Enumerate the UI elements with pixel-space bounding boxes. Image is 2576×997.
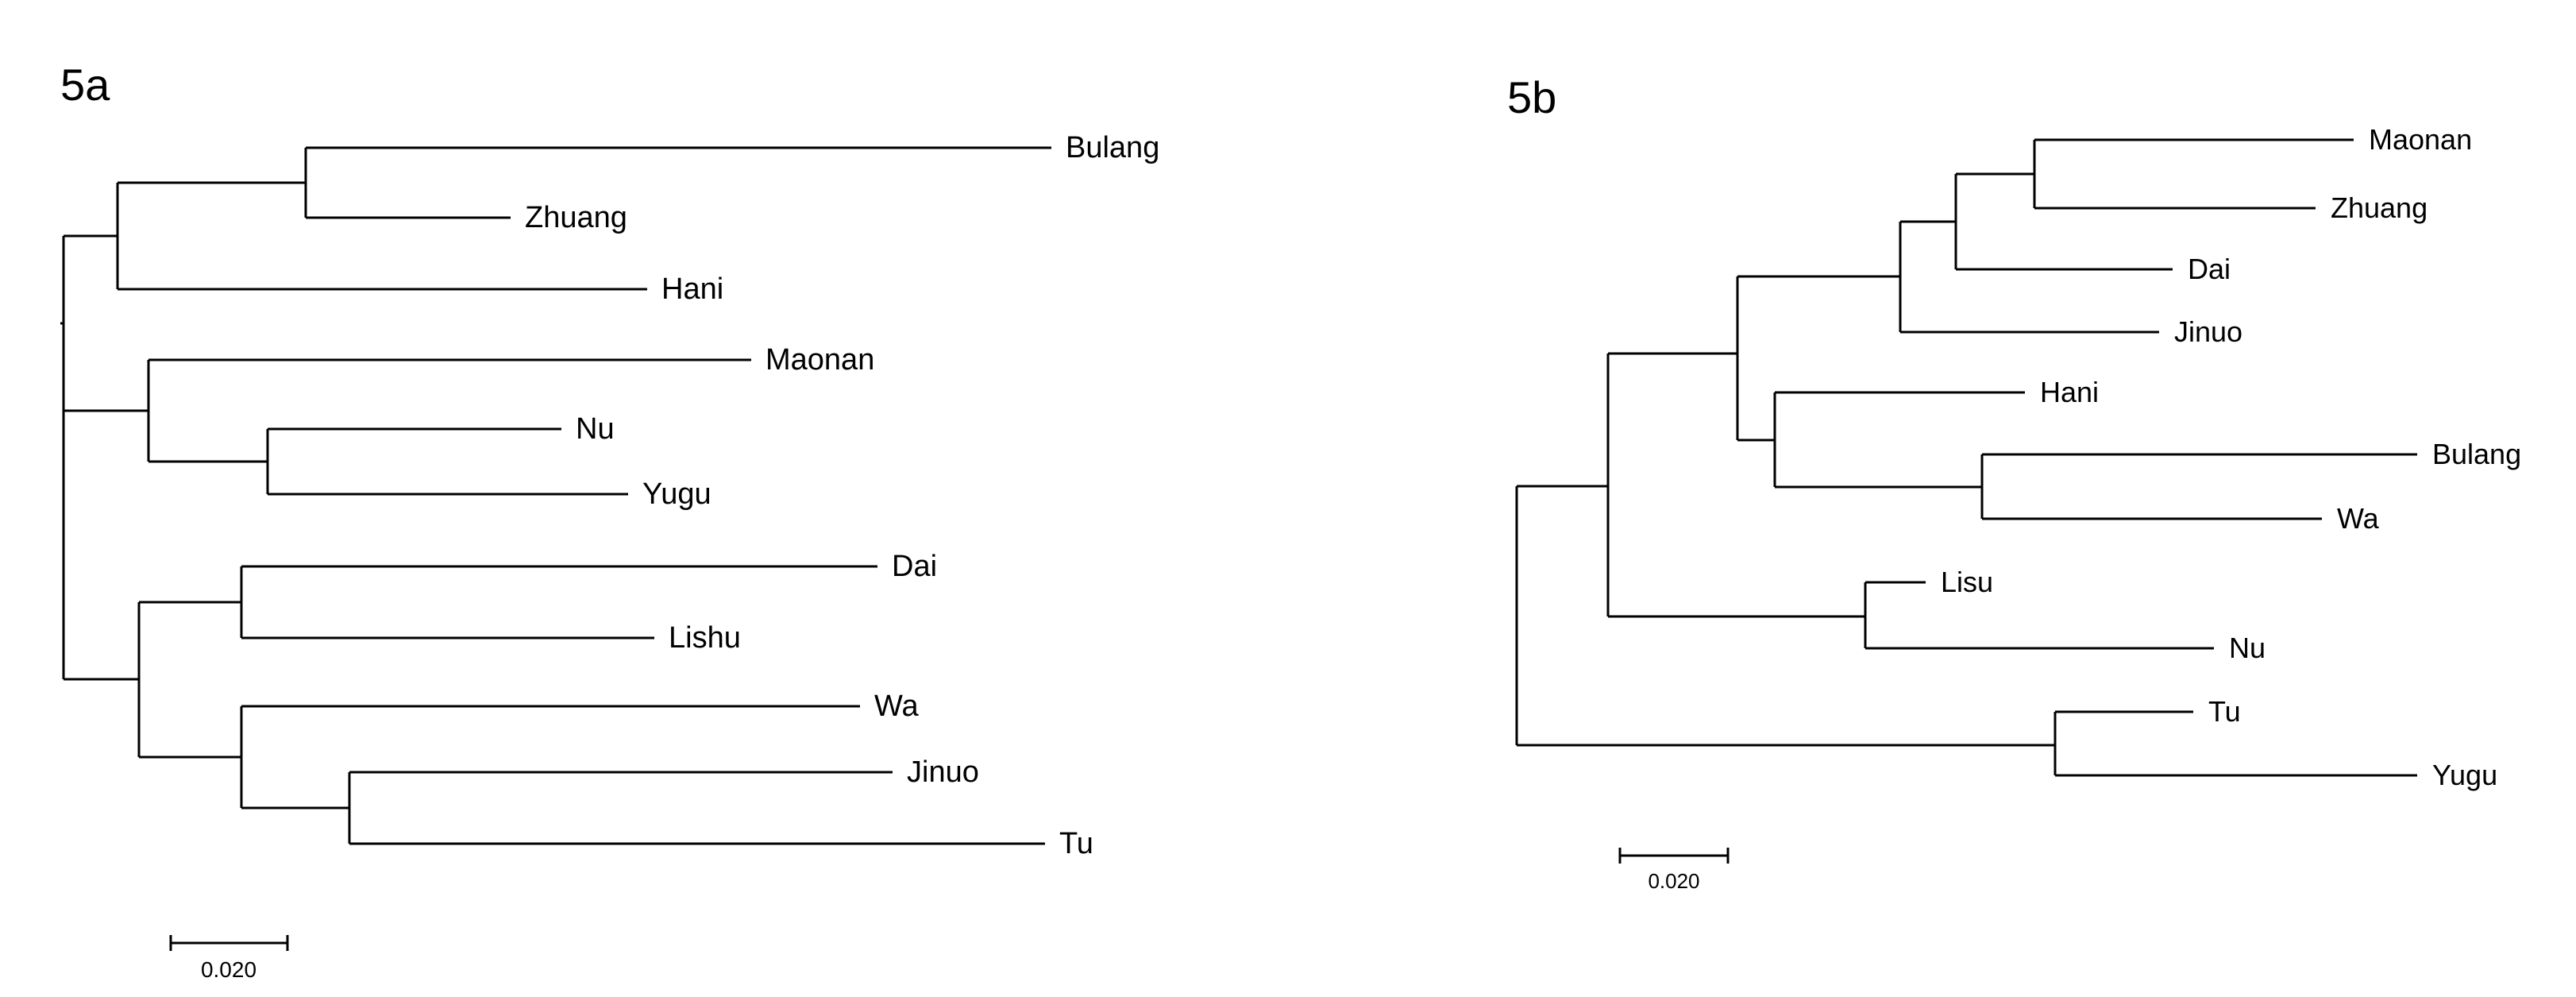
scale-bar-5a: 0.020 xyxy=(169,935,289,982)
scale-label-5b: 0.020 xyxy=(1648,869,1699,893)
tree-5b-branches xyxy=(1515,138,2417,777)
panel-5b: 5b Maonan Zhuang Dai Jinuo Hani Bulang W… xyxy=(1507,72,2521,893)
leaf-5b-yugu: Yugu xyxy=(2432,759,2497,791)
leaf-5a-yugu: Yugu xyxy=(642,477,711,511)
leaf-5b-tu: Tu xyxy=(2208,695,2241,728)
tree-5a-branches xyxy=(60,146,1051,845)
tree-5b: Maonan Zhuang Dai Jinuo Hani Bulang Wa L… xyxy=(1515,123,2521,791)
scale-bar-line-5b xyxy=(1618,848,1730,864)
scale-label-5a: 0.020 xyxy=(201,957,256,982)
leaf-5a-lishu: Lishu xyxy=(669,621,741,655)
leaf-5b-hani: Hani xyxy=(2040,376,2099,408)
scale-bar-5b: 0.020 xyxy=(1618,848,1730,893)
leaf-5a-nu: Nu xyxy=(576,412,615,446)
leaf-5a-maonan: Maonan xyxy=(765,343,874,377)
leaf-5b-maonan: Maonan xyxy=(2369,123,2472,156)
leaf-5a-jinuo: Jinuo xyxy=(907,755,979,789)
leaf-5b-dai: Dai xyxy=(2188,253,2231,285)
leaf-5a-zhuang: Zhuang xyxy=(525,201,627,234)
panel-5a: 5a Bulang Zhuang Hani Maonan Nu Yugu Dai… xyxy=(60,60,1159,982)
leaf-5a-bulang: Bulang xyxy=(1066,131,1159,164)
panel-label-5a: 5a xyxy=(60,60,110,110)
leaf-5b-nu: Nu xyxy=(2229,632,2266,664)
leaf-5b-lisu: Lisu xyxy=(1941,566,1993,598)
leaf-5b-zhuang: Zhuang xyxy=(2331,191,2428,224)
leaf-5a-wa: Wa xyxy=(874,690,919,723)
tree-5a: Bulang Zhuang Hani Maonan Nu Yugu Dai Li… xyxy=(60,131,1159,860)
leaf-5b-bulang: Bulang xyxy=(2432,438,2521,470)
leaf-5b-jinuo: Jinuo xyxy=(2174,315,2242,348)
leaf-5a-tu: Tu xyxy=(1059,827,1093,860)
panel-label-5b: 5b xyxy=(1507,72,1556,122)
scale-bar-line-5a xyxy=(169,935,289,951)
leaf-5a-hani: Hani xyxy=(661,272,723,306)
leaf-5a-dai: Dai xyxy=(892,550,937,583)
leaf-5b-wa: Wa xyxy=(2337,502,2380,535)
